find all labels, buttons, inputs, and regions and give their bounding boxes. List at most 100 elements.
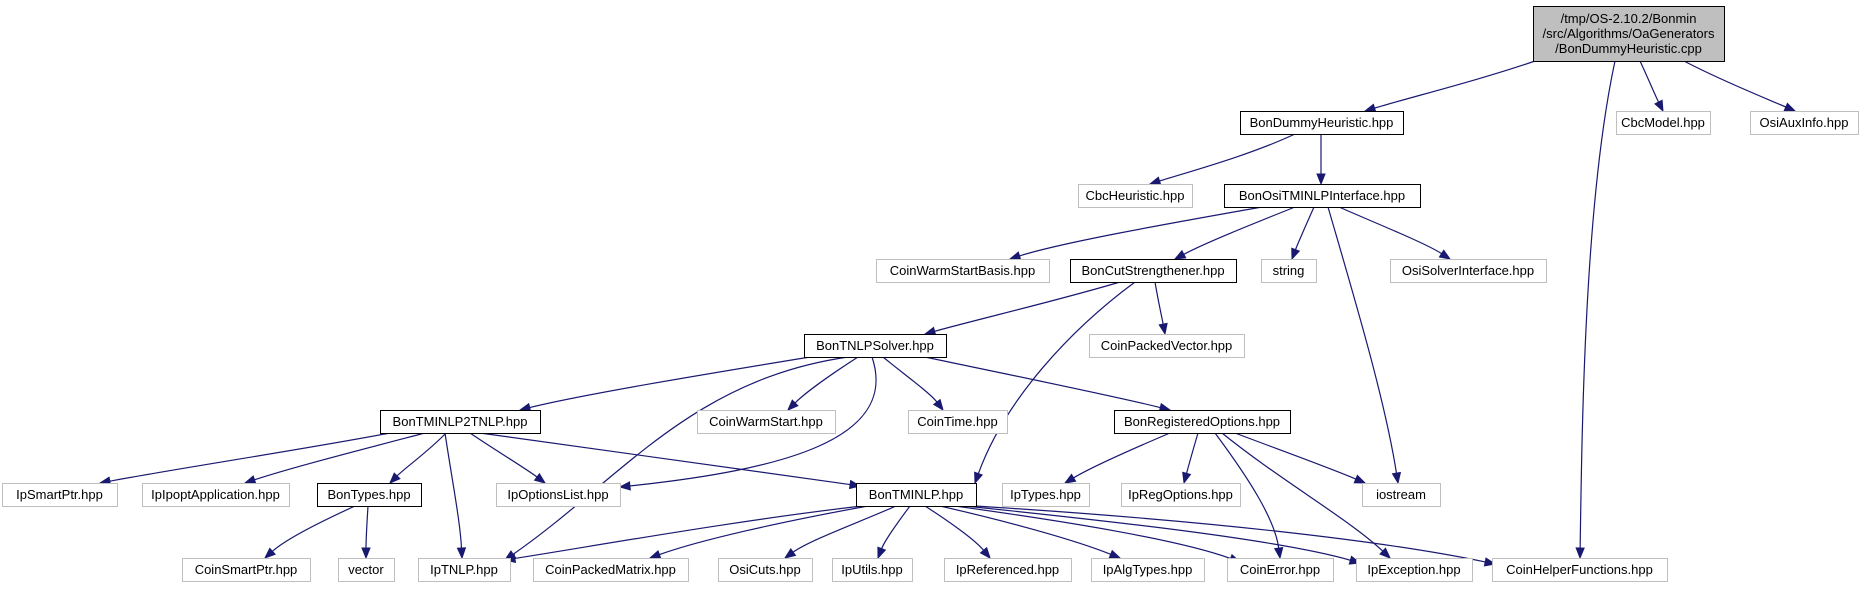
node-box	[697, 410, 836, 434]
node-bon-tnlp-solver[interactable]: BonTNLPSolver.hpp	[804, 334, 947, 358]
arrow-head-icon	[389, 472, 401, 484]
node-box	[1070, 259, 1237, 283]
node-label: OsiSolverInterface.hpp	[1402, 263, 1534, 278]
edge-bon-registered-options-to-coin-error	[1214, 432, 1284, 560]
edge-line	[1579, 60, 1616, 549]
node-box	[1390, 259, 1547, 283]
node-box	[1616, 111, 1711, 135]
edge-line	[977, 281, 1136, 474]
node-box	[718, 558, 813, 582]
arrow-head-icon	[1391, 471, 1402, 485]
node-box	[1224, 184, 1421, 208]
arrow-head-icon	[1148, 176, 1162, 186]
node-label: iostream	[1376, 487, 1426, 502]
arrow-head-icon	[1783, 102, 1797, 112]
node-label: CoinSmartPtr.hpp	[195, 562, 298, 577]
arrow-head-icon	[783, 548, 797, 559]
node-label: BonTMINLP.hpp	[869, 487, 963, 502]
edge-bon-registered-options-to-ip-exception	[1221, 432, 1391, 559]
edge-line	[924, 356, 1161, 409]
node-label: CoinHelperFunctions.hpp	[1506, 562, 1653, 577]
edge-line	[1183, 206, 1296, 255]
edge-bon-osi-tminlp-interface-to-iostream	[1327, 206, 1402, 485]
edge-root-to-cbc-model	[1639, 60, 1664, 113]
edge-line	[1294, 206, 1315, 250]
node-coin-packed-matrix: CoinPackedMatrix.hpp	[533, 558, 689, 582]
node-box	[908, 410, 1008, 434]
arrow-head-icon	[533, 472, 547, 484]
edge-bon-cut-strengthener-to-bon-tnlp-solver	[923, 281, 1121, 336]
edge-root-to-coin-helper-functions	[1575, 60, 1616, 560]
nodes-layer: /tmp/OS-2.10.2/Bonmin/src/Algorithms/OaG…	[2, 6, 1859, 582]
node-box	[856, 483, 977, 507]
node-bon-tminlp2-tnlp[interactable]: BonTMINLP2TNLP.hpp	[380, 410, 541, 434]
node-label: BonOsiTMINLPInterface.hpp	[1239, 188, 1405, 203]
node-box	[496, 483, 621, 507]
node-box	[142, 483, 290, 507]
node-coin-helper-functions: CoinHelperFunctions.hpp	[1492, 558, 1668, 582]
edge-line	[924, 505, 985, 551]
arrow-head-icon	[1063, 473, 1077, 484]
edge-bon-cut-strengthener-to-coin-packed-vector	[1154, 281, 1168, 336]
edge-bon-tnlp-solver-to-coin-time	[882, 356, 944, 412]
node-bon-cut-strengthener[interactable]: BonCutStrengthener.hpp	[1070, 259, 1237, 283]
edge-bon-osi-tminlp-interface-to-bon-cut-strengthener	[1173, 206, 1296, 260]
node-root[interactable]: /tmp/OS-2.10.2/Bonmin/src/Algorithms/OaG…	[1533, 6, 1725, 62]
node-osi-solver-interface: OsiSolverInterface.hpp	[1390, 259, 1547, 283]
edge-line	[792, 505, 897, 553]
node-label: /BonDummyHeuristic.cpp	[1555, 41, 1702, 56]
arrow-head-icon	[1008, 251, 1022, 261]
node-label: IpTNLP.hpp	[430, 562, 498, 577]
edge-bon-tminlp-to-ip-utils	[877, 505, 911, 560]
arrow-head-icon	[877, 546, 887, 560]
edge-bon-tminlp-to-ip-tnlp	[503, 505, 863, 564]
node-string: string	[1261, 259, 1317, 283]
node-bon-tminlp[interactable]: BonTMINLP.hpp	[856, 483, 977, 507]
node-label: BonCutStrengthener.hpp	[1081, 263, 1224, 278]
node-box	[876, 259, 1050, 283]
node-label: IpTypes.hpp	[1010, 487, 1081, 502]
edge-line	[1338, 206, 1442, 255]
node-box	[418, 558, 511, 582]
node-ip-options-list: IpOptionsList.hpp	[496, 483, 621, 507]
node-box	[1227, 558, 1334, 582]
arrow-head-icon	[787, 399, 799, 411]
arrow-head-icon	[648, 549, 662, 559]
node-osi-aux-info: OsiAuxInfo.hpp	[1750, 111, 1859, 135]
arrow-head-icon	[1363, 103, 1377, 113]
node-osi-cuts: OsiCuts.hpp	[718, 558, 813, 582]
arrow-head-icon	[361, 547, 371, 560]
edge-line	[1683, 60, 1787, 108]
edge-line	[1154, 281, 1164, 325]
arrow-head-icon	[1353, 474, 1367, 484]
node-label: IpAlgTypes.hpp	[1103, 562, 1193, 577]
node-ip-types: IpTypes.hpp	[1002, 483, 1090, 507]
node-box	[2, 483, 118, 507]
node-bon-dummy-heuristic[interactable]: BonDummyHeuristic.hpp	[1240, 111, 1404, 135]
node-coin-time: CoinTime.hpp	[908, 410, 1008, 434]
edge-line	[629, 356, 877, 487]
edge-bon-tminlp2-tnlp-to-ip-options-list	[469, 432, 547, 484]
node-box	[1492, 558, 1668, 582]
edge-bon-registered-options-to-ip-reg-options	[1182, 432, 1199, 485]
node-bon-registered-options[interactable]: BonRegisteredOptions.hpp	[1114, 410, 1291, 434]
edge-line	[1159, 133, 1296, 182]
edge-line	[512, 356, 849, 555]
node-box	[1114, 410, 1291, 434]
node-box	[317, 483, 422, 507]
node-label: BonTMINLP2TNLP.hpp	[393, 414, 528, 429]
node-box	[832, 558, 913, 582]
node-coin-warm-start-basis: CoinWarmStartBasis.hpp	[876, 259, 1050, 283]
node-ip-smart-ptr: IpSmartPtr.hpp	[2, 483, 118, 507]
node-coin-warm-start: CoinWarmStart.hpp	[697, 410, 836, 434]
node-box	[1091, 558, 1205, 582]
node-label: CoinError.hpp	[1240, 562, 1320, 577]
node-label: /src/Algorithms/OaGenerators	[1543, 26, 1715, 41]
edge-bon-tnlp-solver-to-bon-tminlp2-tnlp	[518, 356, 811, 413]
node-label: string	[1273, 263, 1305, 278]
node-bon-osi-tminlp-interface[interactable]: BonOsiTMINLPInterface.hpp	[1224, 184, 1421, 208]
node-label: CbcModel.hpp	[1621, 115, 1705, 130]
node-bon-types[interactable]: BonTypes.hpp	[317, 483, 422, 507]
edge-bon-osi-tminlp-interface-to-coin-warm-start-basis	[1008, 206, 1263, 261]
node-label: BonTypes.hpp	[327, 487, 410, 502]
